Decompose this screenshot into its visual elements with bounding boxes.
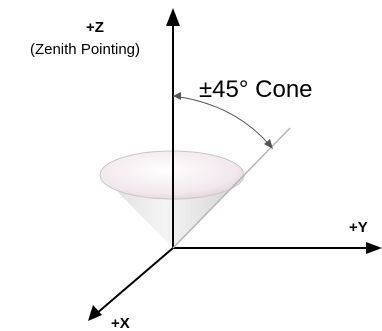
z-axis-arrowhead xyxy=(166,8,180,26)
x-axis-label: +X xyxy=(111,315,130,331)
x-axis-arrowhead xyxy=(88,305,102,321)
arc-arrow-top xyxy=(173,92,181,100)
y-axis-label: +Y xyxy=(349,219,368,236)
z-axis-note: (Zenith Pointing) xyxy=(30,41,140,58)
arc-arrow-bottom xyxy=(264,139,273,149)
z-axis-label: +Z xyxy=(86,19,104,36)
cone-label: ±45° Cone xyxy=(199,76,313,103)
cone-boundary-line xyxy=(172,127,291,249)
cone-angle-arc xyxy=(172,95,273,149)
x-axis xyxy=(95,247,174,315)
y-axis-arrowhead xyxy=(366,242,382,254)
